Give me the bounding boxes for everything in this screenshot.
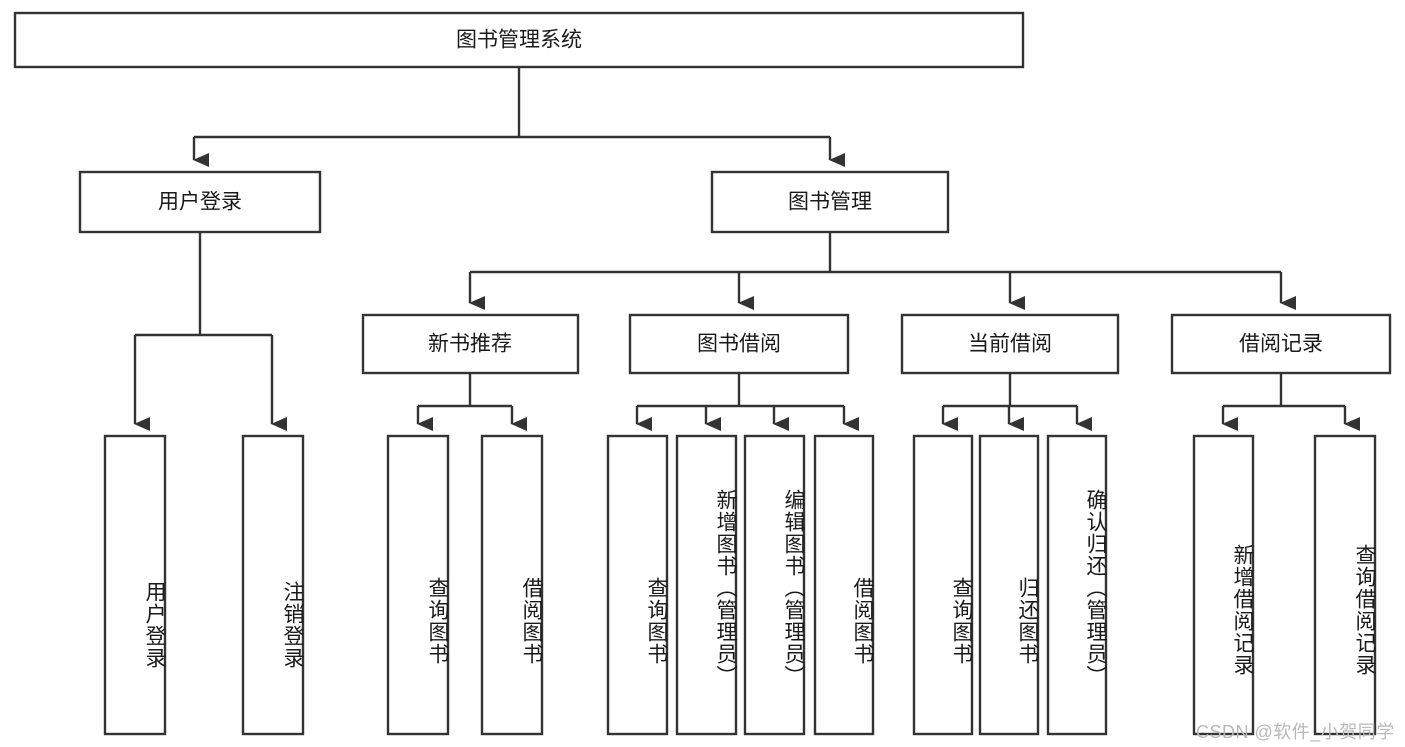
csdn-watermark: CSDN @软件_小贺同学 (1196, 722, 1395, 742)
node-user-login-box[interactable] (78, 170, 322, 234)
node-leaf-borrow-book-box[interactable] (813, 434, 875, 736)
node-borrow-record-box[interactable] (1170, 313, 1392, 375)
node-leaf-query-book-recommend-box[interactable] (386, 434, 450, 736)
node-layer: 图书管理系统 用户登录 图书管理 新书推荐 图书借阅 (13, 11, 1392, 736)
node-user-login[interactable]: 用户登录 (78, 170, 322, 234)
node-book-borrow-box[interactable] (628, 313, 850, 375)
node-borrow-record-label: 借阅记录 (1239, 333, 1323, 356)
node-leaf-add-borrow-record-box[interactable] (1192, 434, 1255, 736)
node-leaf-user-login-box[interactable] (103, 434, 167, 736)
node-new-book-recommend[interactable]: 新书推荐 (361, 313, 580, 375)
node-borrow-record[interactable]: 借阅记录 (1170, 313, 1392, 375)
node-book-borrow[interactable]: 图书借阅 (628, 313, 850, 375)
node-leaf-return-book-box[interactable] (978, 434, 1040, 736)
node-root-box[interactable] (13, 11, 1025, 69)
node-book-manage-label: 图书管理 (788, 191, 872, 214)
node-root[interactable]: 图书管理系统 (13, 11, 1025, 69)
node-new-book-recommend-box[interactable] (361, 313, 580, 375)
node-leaf-logout-box[interactable] (241, 434, 305, 736)
node-current-borrow[interactable]: 当前借阅 (900, 313, 1120, 375)
node-leaf-query-book-borrow-box[interactable] (606, 434, 669, 736)
node-leaf-borrow-book-recommend-box[interactable] (480, 434, 544, 736)
node-book-manage-box[interactable] (710, 170, 950, 234)
node-current-borrow-label: 当前借阅 (968, 333, 1052, 356)
node-user-login-label: 用户登录 (158, 191, 242, 214)
node-leaf-confirm-return-box[interactable] (1046, 434, 1108, 736)
node-root-label: 图书管理系统 (456, 29, 582, 52)
node-new-book-recommend-label: 新书推荐 (428, 333, 512, 356)
node-leaf-query-borrow-record-box[interactable] (1313, 434, 1377, 736)
node-book-manage[interactable]: 图书管理 (710, 170, 950, 234)
connector-layer (133, 67, 1360, 431)
node-leaf-edit-book-box[interactable] (743, 434, 806, 736)
node-book-borrow-label: 图书借阅 (697, 333, 781, 356)
node-current-borrow-box[interactable] (900, 313, 1120, 375)
node-leaf-query-book-current-box[interactable] (912, 434, 974, 736)
node-leaf-add-book-box[interactable] (675, 434, 738, 736)
